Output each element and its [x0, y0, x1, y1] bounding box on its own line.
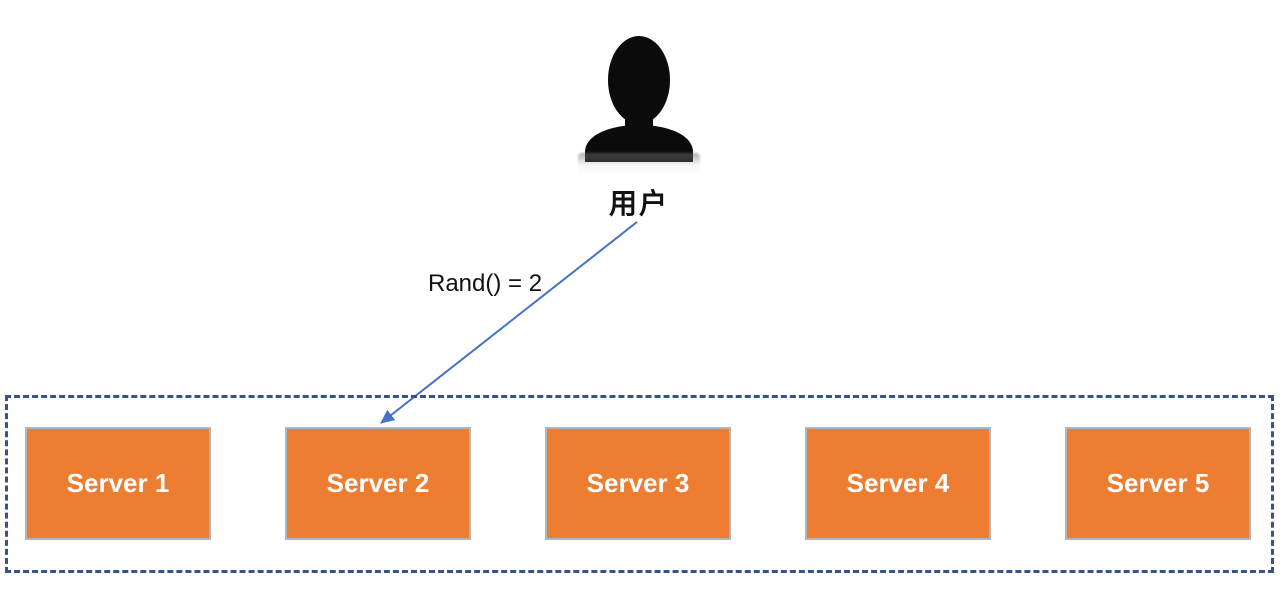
server-pool-boundary	[5, 395, 1274, 573]
user-icon-reflection	[578, 153, 700, 175]
user-icon	[578, 26, 700, 176]
server-box-3: Server 3	[545, 427, 731, 540]
server-box-1: Server 1	[25, 427, 211, 540]
server-box-2: Server 2	[285, 427, 471, 540]
server-box-4: Server 4	[805, 427, 991, 540]
request-arrow-label: Rand() = 2	[428, 270, 543, 297]
person-silhouette-icon	[585, 36, 693, 162]
server-box-5: Server 5	[1065, 427, 1251, 540]
user-label: 用户	[608, 188, 669, 219]
